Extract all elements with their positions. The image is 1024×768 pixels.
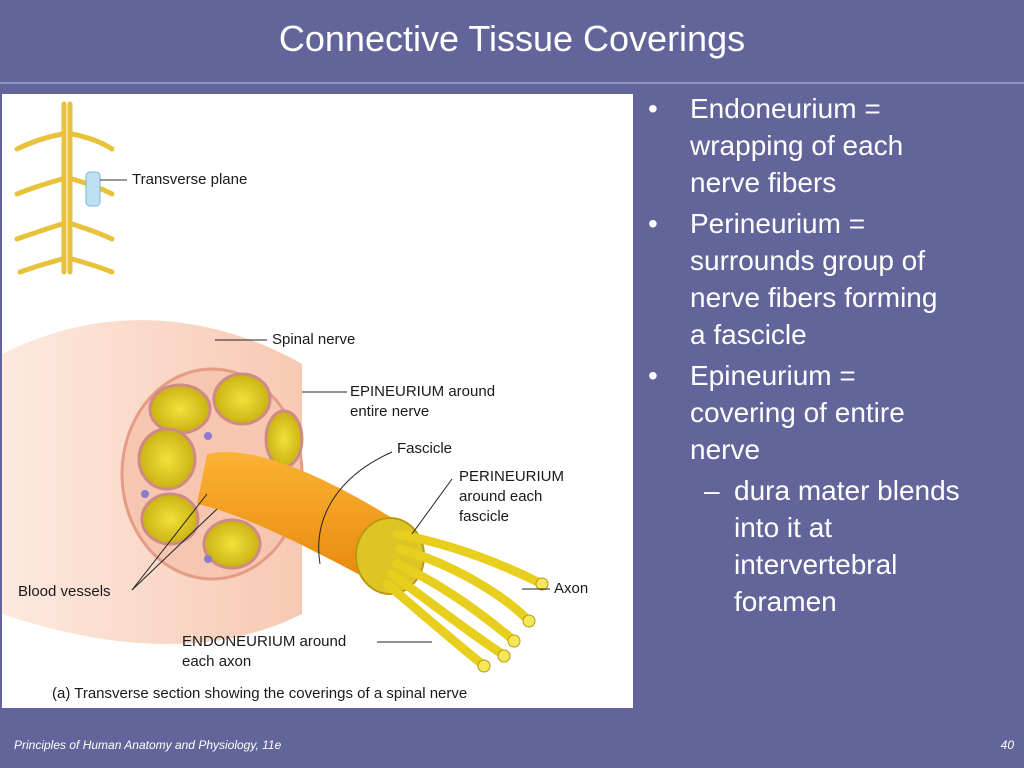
sub-bullet-marker: – xyxy=(704,475,720,506)
bullet-list: • Endoneurium = wrapping of each nerve f… xyxy=(646,90,1016,620)
sub-bullet-item: – dura mater blends into it at intervert… xyxy=(646,472,1016,620)
sub-bullet-text: dura mater blends into it at interverteb… xyxy=(734,475,960,617)
label-fascicle: Fascicle xyxy=(397,440,453,457)
label-epineurium-line1: EPINEURIUM around xyxy=(350,383,496,400)
bullet-item: • Epineurium = covering of entire nerve xyxy=(646,357,1016,468)
header-divider xyxy=(0,82,1024,84)
leader-lines xyxy=(131,339,550,643)
footer-book-title: Principles of Human Anatomy and Physiolo… xyxy=(14,738,282,752)
bullet-item: • Endoneurium = wrapping of each nerve f… xyxy=(646,90,1016,201)
label-axon: Axon xyxy=(554,580,589,597)
label-perineurium-line1: PERINEURIUM xyxy=(459,468,565,485)
bullet-item: • Perineurium = surrounds group of nerve… xyxy=(646,205,1016,353)
transverse-plane-marker xyxy=(85,171,101,207)
axon-ends xyxy=(477,577,549,673)
label-epineurium-line2: entire nerve xyxy=(350,403,430,420)
bullet-text: Endoneurium = wrapping of each nerve fib… xyxy=(690,93,904,198)
axon-bundle xyxy=(382,529,547,669)
slide-title: Connective Tissue Coverings xyxy=(278,18,746,59)
label-transverse-plane: Transverse plane xyxy=(132,171,248,188)
bullet-text: Epineurium = covering of entire nerve xyxy=(690,360,905,465)
bullet-marker: • xyxy=(648,208,658,239)
figure-caption: (a) Transverse section showing the cover… xyxy=(52,685,468,702)
label-blood-vessels: Blood vessels xyxy=(18,583,111,600)
label-endoneurium-line1: ENDONEURIUM around xyxy=(182,633,347,650)
footer-page-number: 40 xyxy=(1000,738,1014,752)
label-endoneurium-line2: each axon xyxy=(182,653,252,670)
nerve-diagram: Transverse plane Spinal nerve EPINEURIUM… xyxy=(2,94,633,708)
label-perineurium-line2: around each xyxy=(459,488,543,505)
bullet-text: Perineurium = surrounds group of nerve f… xyxy=(690,208,977,350)
label-spinal-nerve: Spinal nerve xyxy=(272,331,356,348)
label-perineurium-line3: fascicle xyxy=(459,508,510,525)
nerve-illustration xyxy=(2,101,550,673)
bullet-marker: • xyxy=(648,93,658,124)
fascicle-pulled-out xyxy=(197,452,402,584)
bullet-marker: • xyxy=(648,360,658,391)
